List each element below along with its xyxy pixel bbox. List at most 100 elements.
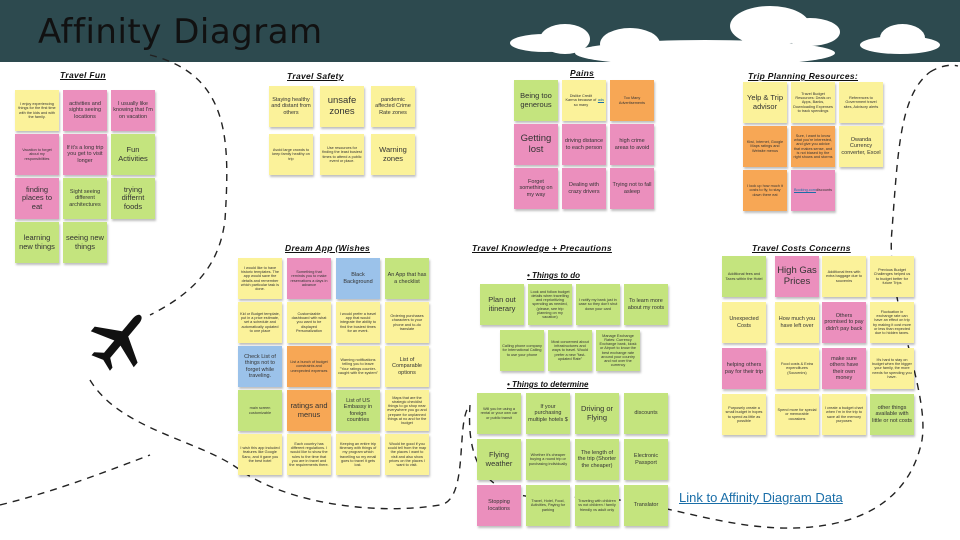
cloud-shape	[880, 24, 925, 52]
sticky-note: Fluctuation in exchange rate can have an…	[870, 302, 914, 343]
sticky-note: To learn more about my roots	[624, 284, 668, 325]
sticky-note: I look up how much it costs to fly, to s…	[743, 170, 787, 211]
sticky-note: Additional fees and Taxes within the Hot…	[722, 256, 766, 297]
sticky-note: I would prefer a travel app that would i…	[336, 302, 380, 343]
sticky-note: I create a budget chart when I'm in the …	[822, 394, 866, 435]
sticky-note: Ordering purchases characters to your ph…	[385, 302, 429, 343]
section-title-travel-fun: Travel Fun	[60, 70, 106, 80]
sticky-note: Additional fees with extra baggage due t…	[822, 256, 866, 297]
sticky-note: List a bunch of budget constraints and u…	[287, 346, 331, 387]
sticky-note: Would be good if you could tell from the…	[385, 434, 429, 475]
sticky-note: I notify my bank just in case so they do…	[576, 284, 620, 325]
sticky-note: Translator	[624, 485, 668, 526]
sticky-note: Maps that are the strategic checklist th…	[385, 390, 429, 431]
section-title-pains: Pains	[570, 68, 595, 78]
sticky-note: Use resources for finding the least busi…	[320, 134, 364, 175]
sticky-note: I enjoy experiencing things for the firs…	[15, 90, 59, 131]
sticky-note: discounts	[624, 393, 668, 434]
sticky-note: Staying healthy and distant from others	[269, 86, 313, 127]
sticky-note: Whether it's cheaper buying a round trip…	[526, 439, 570, 480]
sticky-note: Spend more for special or memorable occa…	[775, 394, 819, 435]
sticky-note: Being too generous	[514, 80, 558, 121]
sticky-note: Warning zones	[371, 134, 415, 175]
sticky-note: Most concerned about infrastructures and…	[548, 330, 592, 371]
sticky-note: I usually like knowing that I'm on vacat…	[111, 90, 155, 131]
sticky-note: Check List of things not to forget while…	[238, 346, 282, 387]
sticky-note: driving distance to each person	[562, 124, 606, 165]
sticky-note: trying differnt foods	[111, 178, 155, 219]
sticky-note: Dealing with crazy drivers	[562, 168, 606, 209]
sticky-note: Fun Activities	[111, 134, 155, 175]
sticky-note: If your purchasing multiple hotels $	[526, 393, 570, 434]
sticky-note: Avoid large crowds to keep family health…	[269, 134, 313, 175]
subsection-title-things-to-do: • Things to do	[527, 271, 581, 280]
sticky-note: Previous Budget Challenges helped us to …	[870, 256, 914, 297]
sticky-note: Trying not to fall asleep	[610, 168, 654, 209]
sticky-note: Unexpected Costs	[722, 302, 766, 343]
sticky-note: Kiwi, Internet, Google Maps ratings and …	[743, 126, 787, 167]
cloud-shape	[780, 18, 840, 46]
sticky-note: It's hard to stay on budget when the big…	[870, 348, 914, 389]
cloud-shape	[600, 28, 660, 60]
sticky-note: Something that reminds you to make reser…	[287, 258, 331, 299]
sticky-note: Keeping an entire trip itinerary with th…	[336, 434, 380, 475]
sticky-note: Owanda Currency converter, Excel	[839, 126, 883, 167]
sticky-note: Forget something on my way	[514, 168, 558, 209]
sticky-note: Look and follow budget details when trav…	[528, 284, 572, 325]
sticky-note: Too Many Advertisements	[610, 80, 654, 121]
sticky-note: Sure, I want to know what you're interes…	[791, 126, 835, 167]
sticky-note: Kid or Budget template, put in a price e…	[238, 302, 282, 343]
sticky-note: pandemic affected Crime Rate zones	[371, 86, 415, 127]
section-title-dream-app: Dream App (Wishes	[285, 243, 371, 253]
sticky-note: Travel, Hotel, Food, Activities, Paying …	[526, 485, 570, 526]
sticky-note: Customizable dashboard with what you wan…	[287, 302, 331, 343]
sticky-note: I would like to have historic templates.…	[238, 258, 282, 299]
sticky-note: Traveling with children vs not children …	[575, 485, 619, 526]
subsection-title-things-to-determine: • Things to determine	[507, 380, 589, 389]
sticky-note: How much you have left over	[775, 302, 819, 343]
sticky-note: Dislike Credit Karma because of so many …	[562, 80, 606, 121]
sticky-note: helping others pay for their trip	[722, 348, 766, 389]
sticky-note: Others promised to pay didn't pay back	[822, 302, 866, 343]
sticky-note: Plan out itinerary	[480, 284, 524, 325]
section-title-travel-safety: Travel Safety	[287, 71, 344, 81]
sticky-note: Booking.com discounts	[791, 170, 835, 211]
sticky-note: unsafe zones	[320, 86, 364, 127]
sticky-note: Sight seeing different architectures	[63, 178, 107, 219]
sticky-note: I wish this app included features like G…	[238, 434, 282, 475]
section-title-travel-knowledge: Travel Knowledge + Precautions	[472, 243, 612, 253]
sticky-note: other things available with little or no…	[870, 394, 914, 435]
affinity-data-link[interactable]: Link to Affinity Diagram Data	[679, 490, 843, 505]
sticky-note: seeing new things	[63, 222, 107, 263]
sticky-note: finding places to eat	[15, 178, 59, 219]
page-title: Affinity Diagram	[38, 12, 323, 52]
sticky-note: Vacation to forget about my responsibili…	[15, 134, 59, 175]
sticky-note: high crime areas to avoid	[610, 124, 654, 165]
sticky-note: Black Background	[336, 258, 380, 299]
sticky-note: High Gas Prices	[775, 256, 819, 297]
sticky-note: learning new things	[15, 222, 59, 263]
sticky-note: The length of the trip (Shorter the chea…	[575, 439, 619, 480]
sticky-note: ratings and menus	[287, 390, 331, 431]
sticky-note: Driving or Flying	[575, 393, 619, 434]
sticky-note: Purposely create a small budget in hopes…	[722, 394, 766, 435]
sticky-note: Manage Exchange Rates: Currency Exchange…	[596, 330, 640, 371]
sticky-note: Food costs & Extra expenditures (Souveni…	[775, 348, 819, 389]
sticky-note: Yelp & Trip advisor	[743, 82, 787, 123]
sticky-note: Each country has different regulations. …	[287, 434, 331, 475]
section-title-trip-planning: Trip Planning Resources:	[748, 71, 859, 81]
airplane-icon	[90, 314, 142, 371]
sticky-note: Will you be using a rental or your own c…	[477, 393, 521, 434]
sticky-note: Stopping locations	[477, 485, 521, 526]
sticky-note: List of US Embassy in foreign countries	[336, 390, 380, 431]
sticky-note: activities and sights seeing locations	[63, 90, 107, 131]
sticky-note: main screen customizable	[238, 390, 282, 431]
sticky-note: Getting lost	[514, 124, 558, 165]
sticky-note: References to Government travel sites, A…	[839, 82, 883, 123]
section-title-travel-costs: Travel Costs Concerns	[752, 243, 851, 253]
sticky-note: Warning notifications telling you to lea…	[336, 346, 380, 387]
sticky-note: List of Comparable options	[385, 346, 429, 387]
sticky-note: Calling phone company for International …	[500, 330, 544, 371]
sticky-note: Travel Budget Resources: Deals on Apps, …	[791, 82, 835, 123]
